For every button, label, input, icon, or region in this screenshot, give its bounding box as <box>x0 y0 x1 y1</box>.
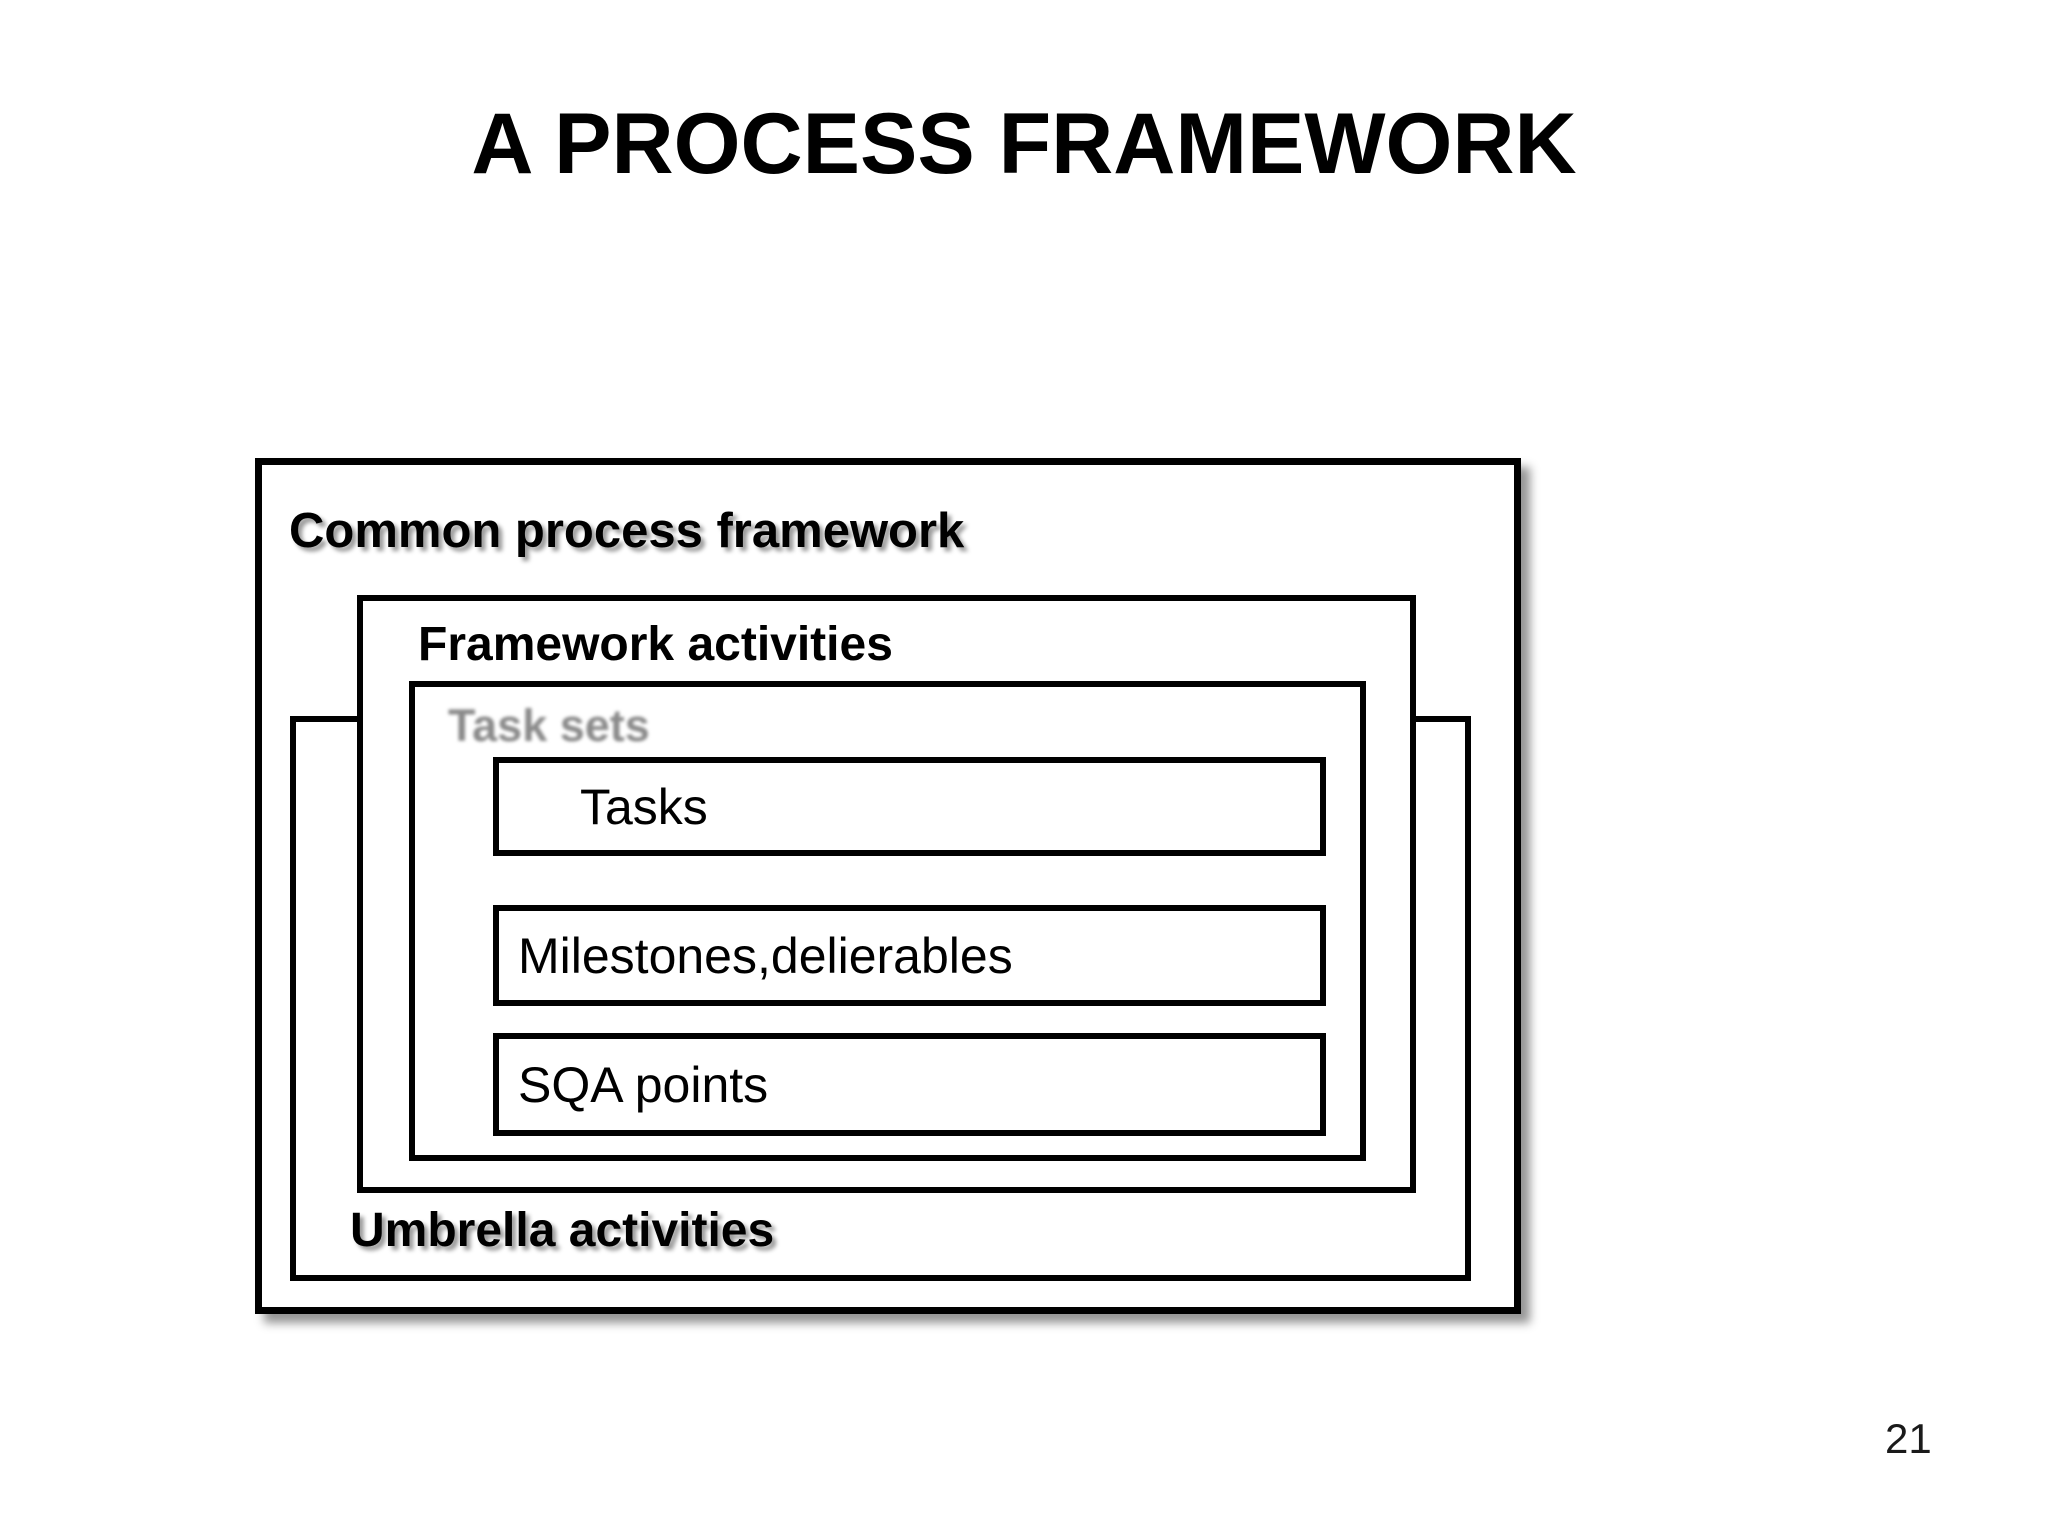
leaf-box-sqa-points: SQA points <box>493 1033 1326 1136</box>
leaf-label-milestones-deliverables: Milestones,delierables <box>518 927 1013 984</box>
leaf-label-tasks: Tasks <box>580 778 708 835</box>
layer-label-task-sets: Task sets <box>448 700 650 751</box>
page-title: A PROCESS FRAMEWORK <box>471 96 1577 192</box>
layer-label-common-process-framework: Common process framework <box>289 504 965 558</box>
leaf-box-tasks: Tasks <box>493 757 1326 856</box>
layer-label-umbrella-activities: Umbrella activities <box>350 1204 775 1257</box>
layer-label-framework-activities: Framework activities <box>418 618 893 671</box>
leaf-box-milestones-deliverables: Milestones,delierables <box>493 905 1326 1006</box>
page-number: 21 <box>1885 1415 1932 1462</box>
leaf-label-sqa-points: SQA points <box>518 1056 769 1113</box>
